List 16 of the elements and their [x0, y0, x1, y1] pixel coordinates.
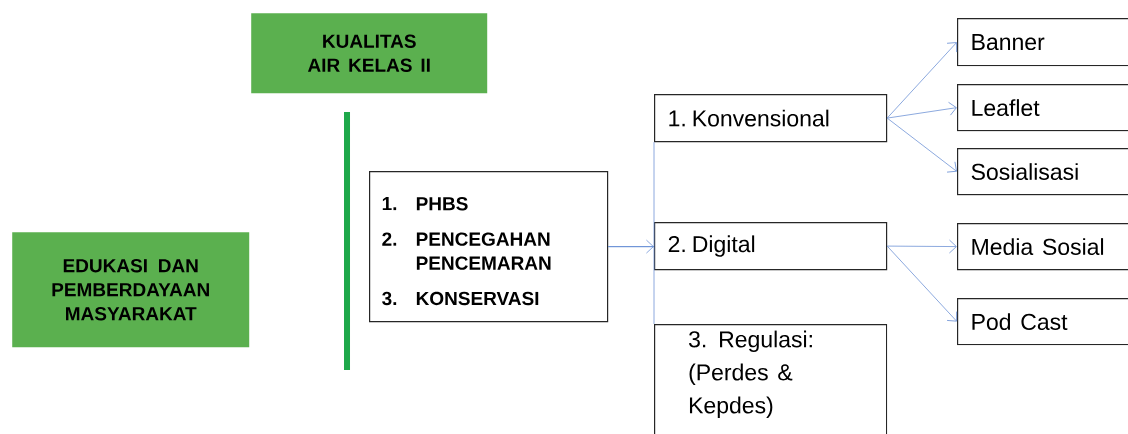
- text-box: 2. Digital: [654, 222, 888, 271]
- text-box: Sosialisasi: [957, 148, 1128, 196]
- arrow: [886, 42, 958, 119]
- heading-box: EDUKASI DAN PEMBERDAYAAN MASYARAKAT: [12, 232, 250, 348]
- heading-box: KUALITAS AIR KELAS II: [251, 13, 488, 94]
- arrow: [886, 239, 957, 254]
- text-box: Pod Cast: [957, 298, 1128, 346]
- arrow: [886, 245, 957, 322]
- text-box: 1. Konvensional: [654, 94, 888, 143]
- arrow: [886, 101, 957, 119]
- text-box: 3. Regulasi: (Perdes & Kepdes): [654, 324, 888, 434]
- arrow: [886, 117, 957, 173]
- list-box: 1. PHBS 2. PENCEGAHAN PENCEMARAN 3. KONSERVASI: [369, 171, 609, 323]
- text-box: Leaflet: [957, 84, 1128, 132]
- text-box: Media Sosial: [957, 223, 1128, 271]
- text-box: Banner: [957, 18, 1128, 67]
